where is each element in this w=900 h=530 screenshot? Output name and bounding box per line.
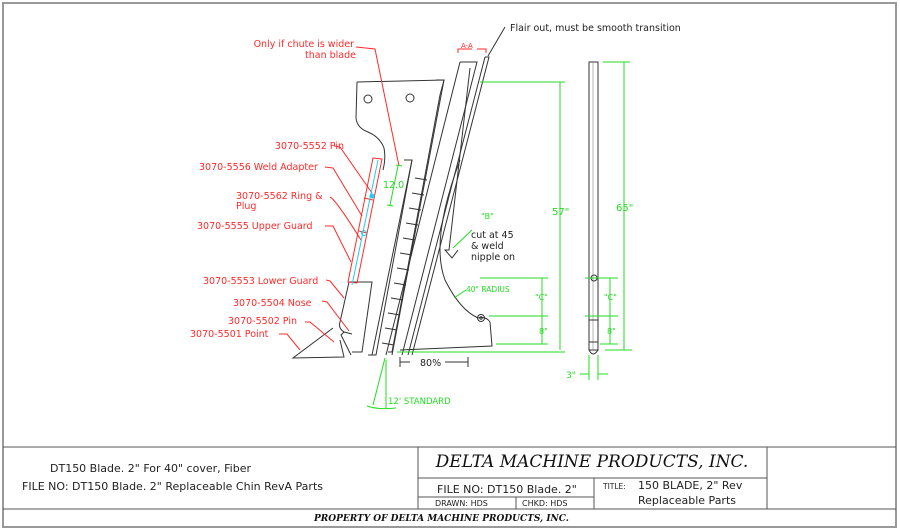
section-label: A-A [461, 42, 473, 50]
dim-angle: 12' STANDARD [388, 397, 451, 407]
part-label-3070-5553: 3070-5553 Lower Guard [203, 276, 318, 287]
mount-hole-icon [363, 94, 373, 104]
dim-guard-length: 12.0 [383, 180, 404, 191]
title-line2: Replaceable Parts [638, 494, 736, 507]
property-notice: PROPERTY OF DELTA MACHINE PRODUCTS, INC. [313, 514, 569, 524]
part-center-line [351, 159, 379, 286]
title-label: TITLE: [602, 482, 626, 491]
dimension-lines-black [399, 26, 506, 367]
dim-c-side: "C" [535, 293, 548, 302]
dim-height-57: 57" [552, 207, 569, 218]
part-label-3070-5504: 3070-5504 Nose [233, 298, 312, 309]
chute-note-line1: Only if chute is wider [254, 39, 355, 50]
part-label-3070-5555: 3070-5555 Upper Guard [197, 221, 313, 232]
dim-height-65: 65" [616, 203, 633, 214]
part-label-3070-5501: 3070-5501 Point [190, 329, 269, 340]
dim-8-front: 8" [607, 327, 616, 336]
dim-width-3: 3" [566, 371, 576, 381]
dim-percent: 80% [420, 358, 441, 369]
blade-front-view [588, 61, 599, 355]
checked-by: CHKD: HDS [522, 499, 568, 508]
part-label-3070-5562: 3070-5562 Ring & [236, 191, 323, 202]
flair-note: Flair out, must be smooth transition [510, 23, 681, 34]
dim-8-side: 8" [539, 327, 548, 336]
file-number: FILE NO: DT150 Blade. 2" [437, 483, 577, 496]
part-label-3070-5556: 3070-5556 Weld Adapter [199, 162, 318, 173]
red-parts [279, 46, 487, 351]
dim-c-front: "C" [604, 293, 617, 302]
cut-note-line1: cut at 45 [471, 230, 514, 241]
title-line1: 150 BLADE, 2" Rev [638, 479, 743, 492]
drawn-by: DRAWN: HDS [435, 499, 488, 508]
chute-note-line2: than blade [305, 50, 356, 61]
dim-radius: 40" RADIUS [466, 285, 510, 294]
part-label-3070-5562-line2: Plug [236, 201, 256, 212]
cut-note-line2: & weld [471, 241, 504, 252]
title-block [3, 446, 896, 510]
cut-label-b: "B" [481, 212, 494, 221]
dimension-lines [366, 61, 632, 410]
cut-note-line3: nipple on [471, 252, 515, 263]
blade-side-view [291, 56, 493, 359]
company-name: DELTA MACHINE PRODUCTS, INC. [435, 452, 749, 472]
description-line1: DT150 Blade. 2" For 40" cover, Fiber [50, 462, 251, 475]
mount-hole-icon [405, 93, 415, 103]
description-line2: FILE NO: DT150 Blade. 2" Replaceable Chi… [22, 480, 323, 493]
part-label-3070-5502: 3070-5502 Pin [228, 316, 297, 327]
part-label-3070-5552: 3070-5552 Pin [275, 141, 344, 152]
blade-ribs [381, 177, 428, 346]
